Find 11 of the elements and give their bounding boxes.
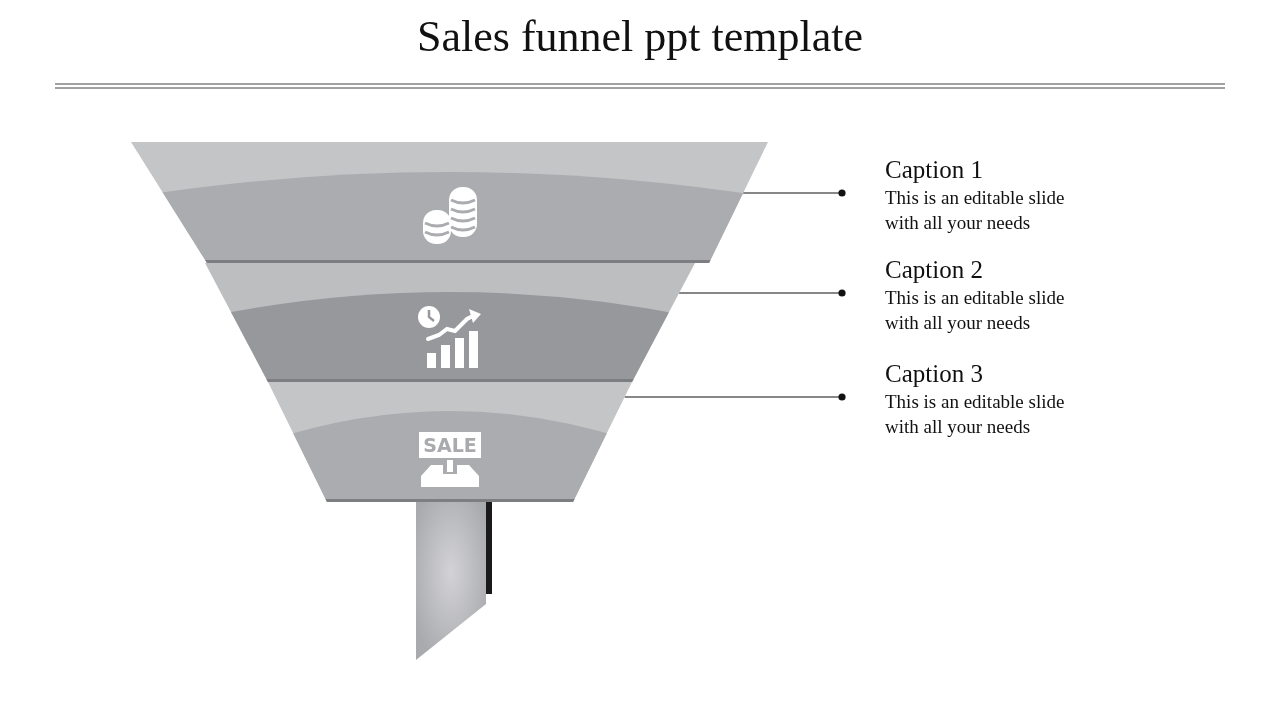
caption-text: This is an editable slide with all your needs xyxy=(885,186,1066,235)
caption-heading: Caption 3 xyxy=(885,359,984,389)
sign-label: SALE xyxy=(419,431,481,458)
leader-line xyxy=(624,393,846,401)
caption-heading: Caption 2 xyxy=(885,255,984,285)
leader-line xyxy=(678,289,846,297)
caption-text: This is an editable slide with all your needs xyxy=(885,390,1066,439)
leader-line xyxy=(742,189,846,197)
slide-title: Sales funnel ppt template xyxy=(416,11,864,63)
caption-heading: Caption 1 xyxy=(885,155,984,185)
caption-text: This is an editable slide with all your needs xyxy=(885,286,1066,335)
